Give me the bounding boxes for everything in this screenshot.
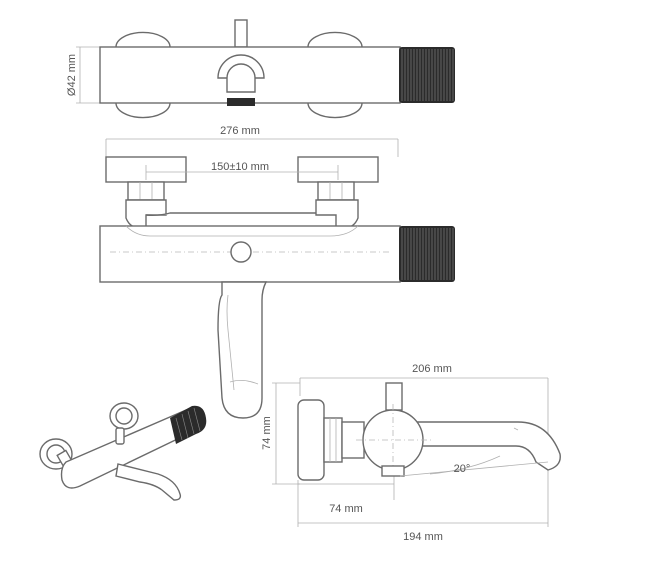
- handle-iso: [170, 405, 207, 444]
- body-top: [99, 46, 401, 104]
- front-view: 276 mm 150±10 mm: [99, 125, 455, 419]
- diameter-label: Ø42 mm: [66, 54, 78, 96]
- angle-label: 20°: [454, 463, 471, 475]
- handle-front: [399, 226, 455, 282]
- handle-top: [399, 47, 455, 103]
- center-distance-label: 150±10 mm: [211, 161, 269, 173]
- total-width-label: 276 mm: [220, 125, 260, 137]
- spout-iso: [115, 463, 182, 501]
- overall-label: 194 mm: [403, 531, 443, 543]
- spout-front: [217, 281, 268, 419]
- side-length-label: 206 mm: [412, 363, 452, 375]
- top-view: Ø42 mm: [66, 19, 455, 119]
- side-view: 206 mm 74 mm 74 mm 194 mm: [261, 363, 561, 543]
- height-label: 74 mm: [261, 416, 273, 450]
- depth-label: 74 mm: [329, 503, 363, 515]
- isometric-view: [39, 402, 207, 501]
- spout-side: [399, 421, 561, 471]
